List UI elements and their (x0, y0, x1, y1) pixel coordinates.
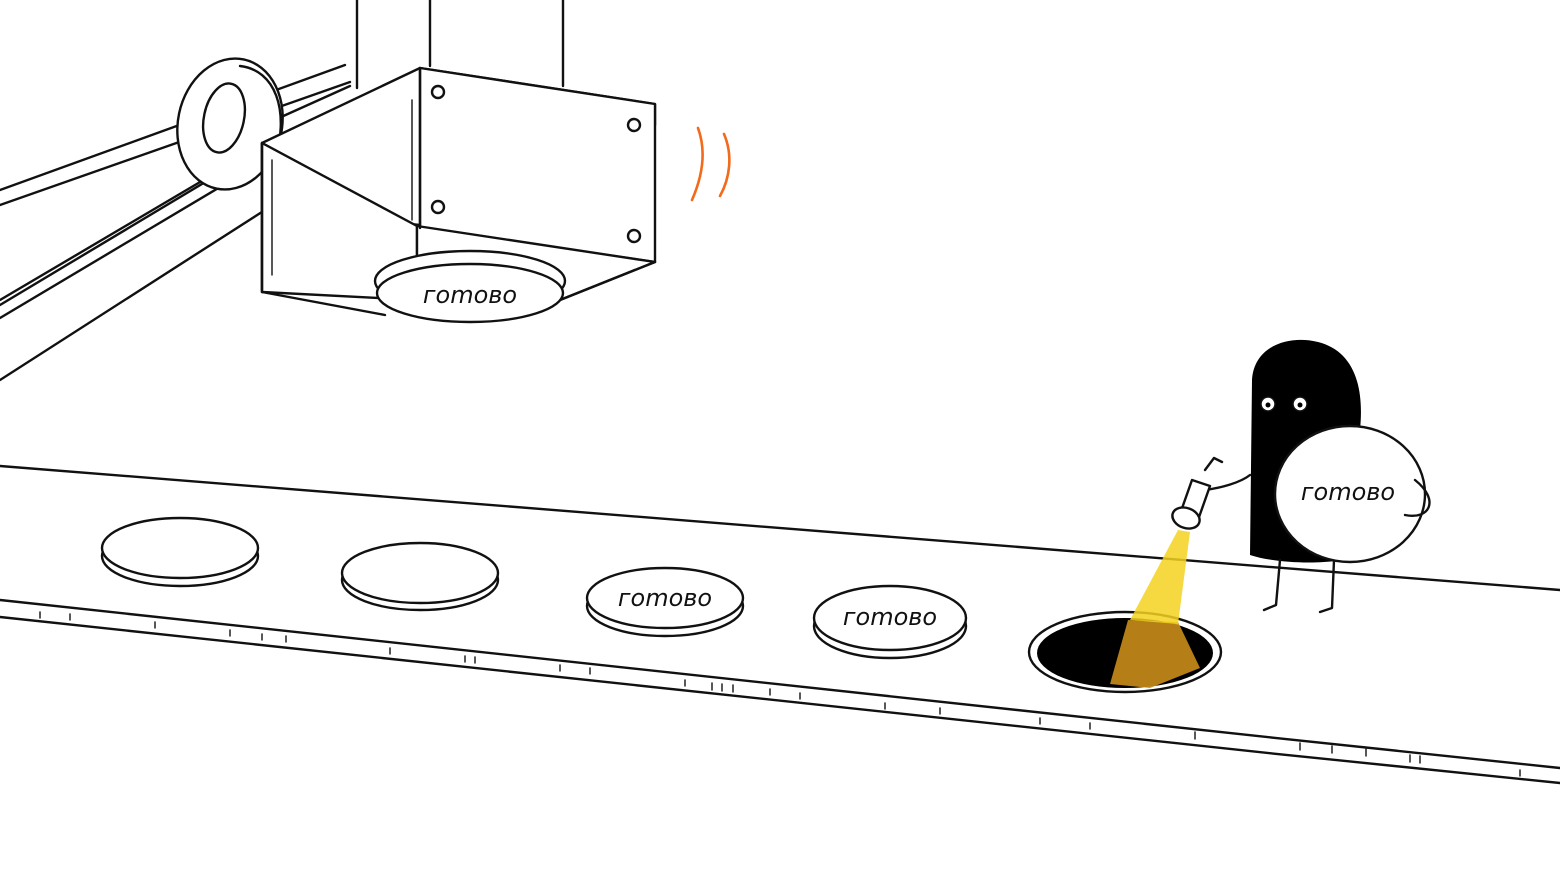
belt-coin-3: гomoвo (585, 566, 745, 638)
machine-frame (0, 0, 565, 382)
hole-in-belt-icon (1027, 610, 1223, 694)
ring-fixture (176, 57, 284, 191)
held-coin: гomoвo (1273, 424, 1431, 564)
held-coin-label: гomoвo (1301, 478, 1395, 506)
belt-coin-3-label: гomoвo (618, 584, 712, 612)
vibration-marks (690, 126, 731, 202)
flashlight-icon (1171, 456, 1224, 530)
belt-coin-1 (100, 516, 260, 588)
stamp-label: гomoвo (423, 281, 517, 309)
belt-coins: гomoвo гomoвo (100, 516, 968, 660)
belt-coin-4: гomoвo (812, 584, 968, 660)
stamp-machine: гomoвo (260, 66, 657, 324)
belt-coin-4-label: гomoвo (843, 603, 937, 631)
belt-coin-2 (340, 541, 500, 612)
flashlight-beam (1130, 530, 1190, 624)
